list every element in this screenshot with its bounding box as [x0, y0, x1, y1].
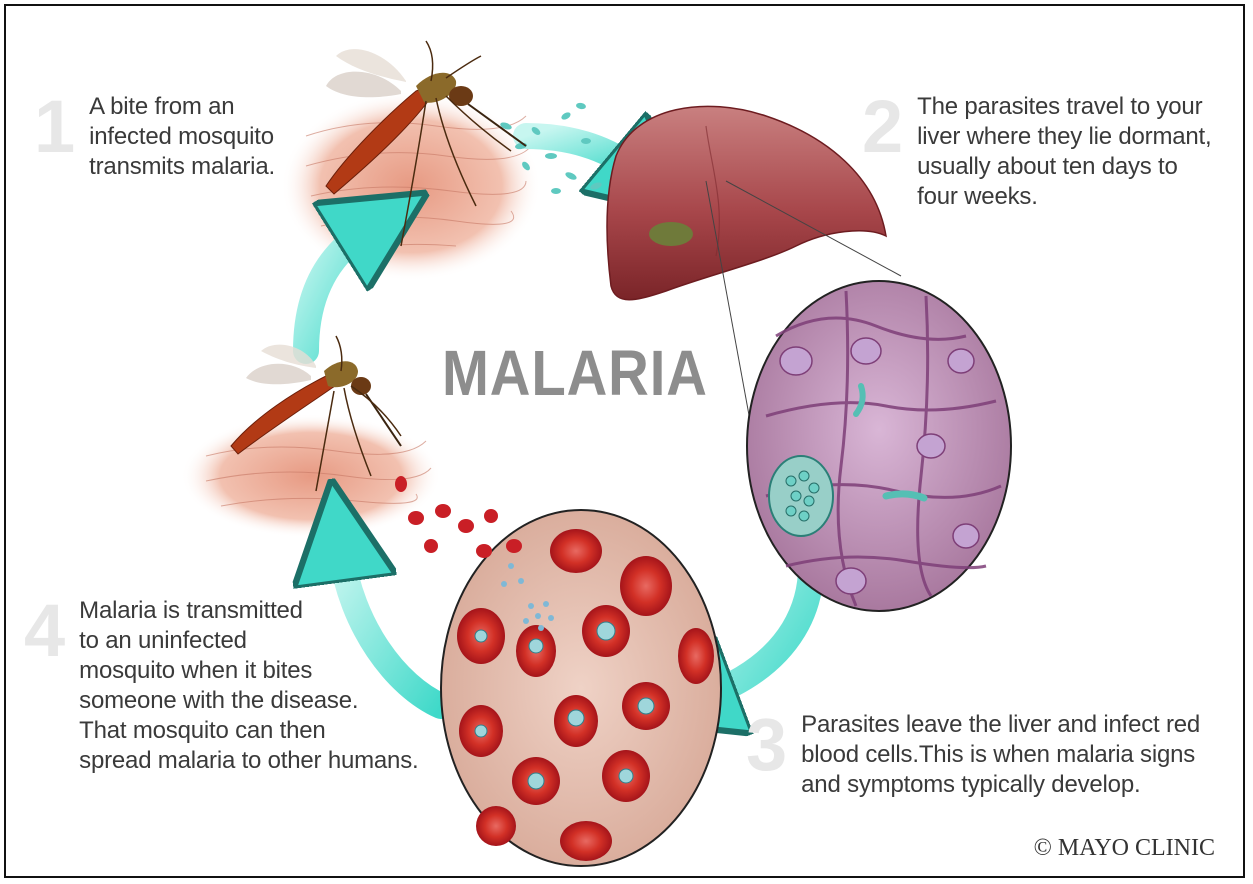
gallbladder — [649, 222, 693, 246]
step-3-text: Parasites leave the liver and infect red… — [801, 710, 1200, 800]
step-2-text: The parasites travel to your liver where… — [917, 92, 1211, 212]
step-4: 4 Malaria is transmitted to an uninfecte… — [24, 596, 418, 776]
step-1-text: A bite from an infected mosquito transmi… — [89, 92, 275, 182]
diagram-frame: MALARIA 1 A bite from an infected mosqui… — [4, 4, 1245, 878]
step-1-number: 1 — [34, 92, 75, 162]
blood-cells-circle — [441, 510, 721, 866]
step-3-number: 3 — [746, 710, 787, 780]
step-4-number: 4 — [24, 596, 65, 666]
step-1: 1 A bite from an infected mosquito trans… — [34, 92, 275, 182]
step-2-number: 2 — [862, 92, 903, 162]
skin-patch-bottom — [181, 414, 441, 538]
step-2: 2 The parasites travel to your liver whe… — [862, 92, 1212, 212]
diagram-title: MALARIA — [442, 336, 708, 410]
liver-cells-circle — [747, 281, 1011, 611]
step-4-text: Malaria is transmitted to an uninfected … — [79, 596, 418, 776]
liver-organ — [607, 106, 886, 299]
step-3: 3 Parasites leave the liver and infect r… — [746, 710, 1200, 800]
copyright-notice: © MAYO CLINIC — [1034, 835, 1215, 862]
